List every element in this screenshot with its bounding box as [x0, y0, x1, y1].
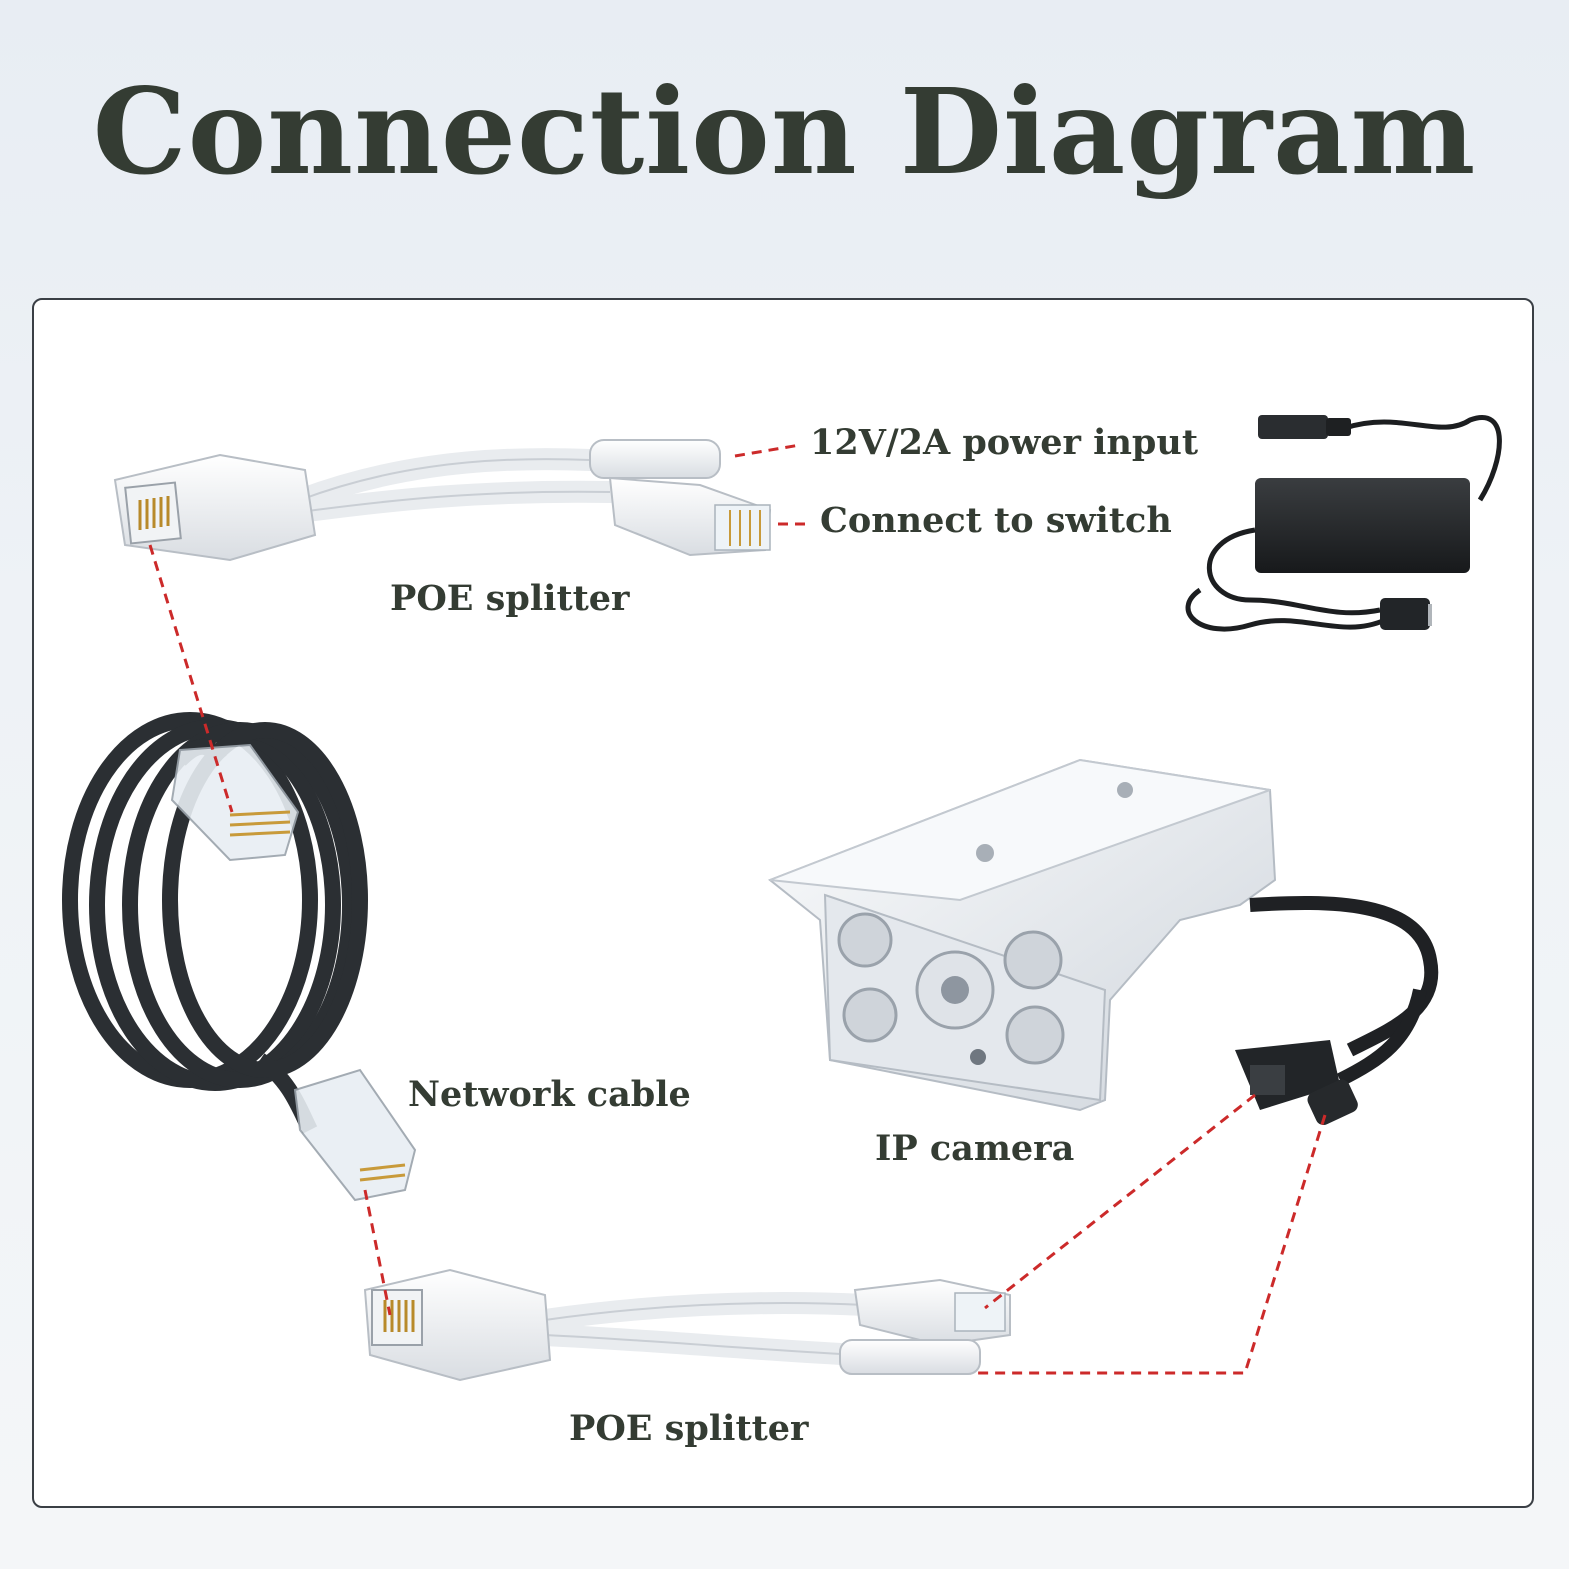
connector-lines	[148, 443, 1327, 1375]
line-camera-rj45	[984, 1093, 1256, 1310]
line-camera-dc	[975, 1114, 1327, 1375]
power-adapter	[1185, 415, 1502, 632]
poe-splitter-top	[113, 439, 772, 562]
line-top-splitter-to-cable	[148, 544, 234, 813]
page-title: Connection Diagram	[92, 62, 1477, 201]
line-power-input	[734, 443, 801, 458]
line-cable-to-bottom-splitter	[363, 1189, 392, 1316]
label-poe-splitter-bottom: POE splitter	[569, 1408, 809, 1449]
label-network-cable: Network cable	[408, 1074, 691, 1115]
ip-camera	[768, 758, 1439, 1125]
network-cable-plug-bottom	[293, 1068, 417, 1202]
label-ip-camera: IP camera	[875, 1128, 1075, 1169]
label-power-input: 12V/2A power input	[810, 422, 1199, 463]
network-cable-plug-top	[170, 743, 300, 862]
label-connect-switch: Connect to switch	[820, 500, 1172, 541]
poe-splitter-bottom	[363, 1268, 1011, 1382]
label-poe-splitter-top: POE splitter	[390, 578, 630, 619]
network-cable	[62, 712, 368, 1134]
